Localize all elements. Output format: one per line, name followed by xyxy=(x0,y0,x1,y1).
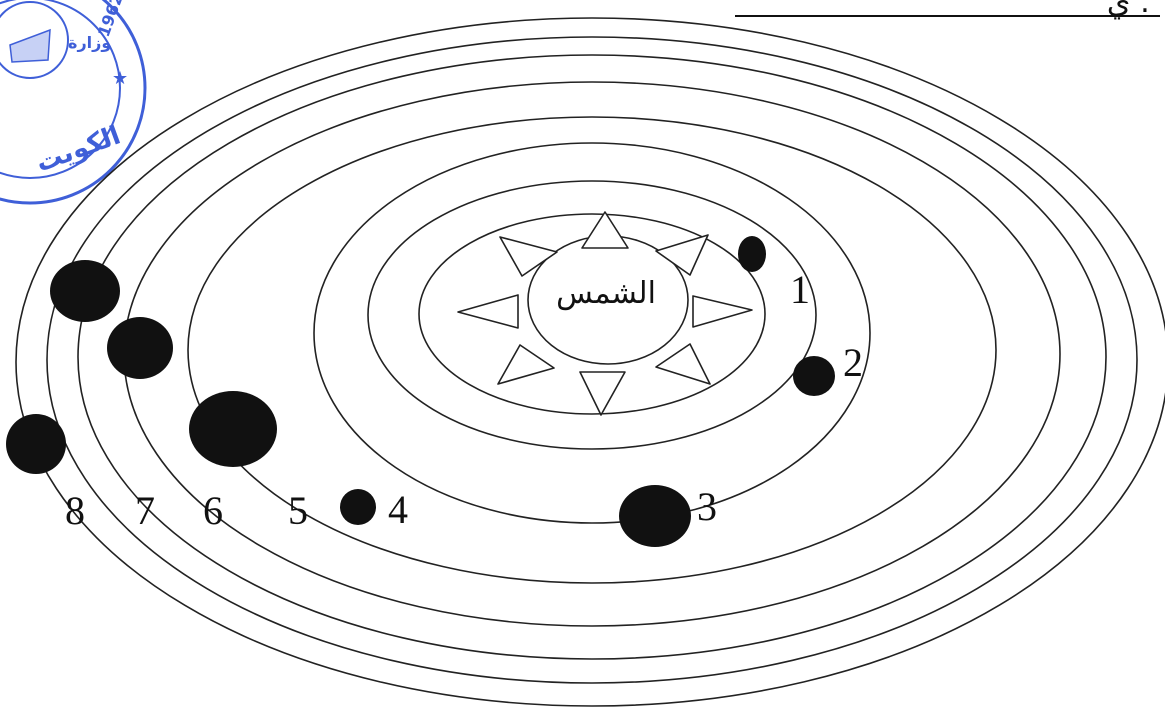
planet-label-6: 6 xyxy=(203,488,223,533)
planet-2 xyxy=(793,356,835,396)
planet-7 xyxy=(50,260,120,322)
planet-4 xyxy=(340,489,376,525)
sun-ray-bottom-right xyxy=(656,344,710,384)
planet-label-8: 8 xyxy=(65,488,85,533)
planet-8 xyxy=(6,414,66,474)
sun-ray-top xyxy=(582,212,628,248)
orbit-7 xyxy=(47,37,1137,683)
orbit-2 xyxy=(368,181,816,449)
sun-ray-bottom-left xyxy=(498,345,554,384)
planet-1 xyxy=(738,236,766,272)
sun-ray-top-left xyxy=(500,237,557,276)
sun: الشمس xyxy=(458,212,752,415)
sun-ray-left xyxy=(458,295,518,328)
orbit-3 xyxy=(314,143,870,523)
planet-3 xyxy=(619,485,691,547)
planet-5 xyxy=(189,391,277,467)
planet-label-5: 5 xyxy=(288,488,308,533)
planet-label-2: 2 xyxy=(843,340,863,385)
sun-ray-right xyxy=(693,296,752,327)
orbit-5 xyxy=(124,82,1060,626)
stamp-emblem-shape xyxy=(10,30,50,62)
planet-label-1: 1 xyxy=(790,267,810,312)
planet-6 xyxy=(107,317,173,379)
sun-ray-bottom xyxy=(580,372,625,415)
planet-label-7: 7 xyxy=(135,488,155,533)
official-stamp: وزارة 1962 ★ الكويت xyxy=(0,0,145,203)
planet-label-4: 4 xyxy=(388,487,408,532)
sun-label: الشمس xyxy=(556,276,656,311)
stamp-star-icon: ★ xyxy=(112,68,128,89)
orbit-6 xyxy=(78,55,1106,659)
planet-label-3: 3 xyxy=(697,484,717,529)
sun-ray-top-right xyxy=(656,235,708,275)
orbit-4 xyxy=(188,117,996,583)
stamp-outer-ring xyxy=(0,0,145,203)
